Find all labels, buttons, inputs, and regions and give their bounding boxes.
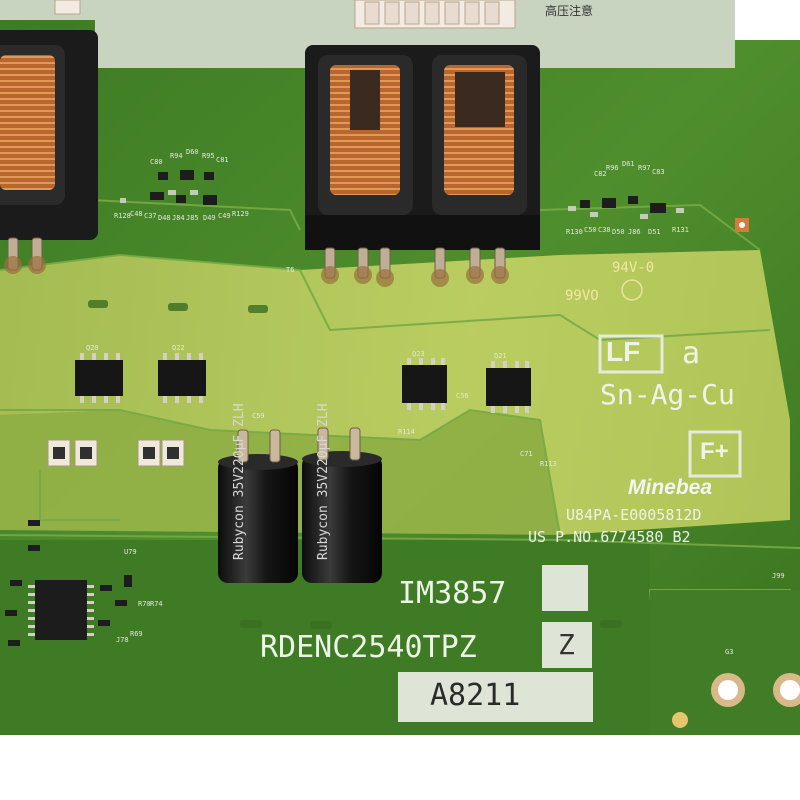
capacitor-rating: 35V220μF [232, 434, 247, 498]
label-d60: D60 [186, 148, 199, 156]
capacitor-brand: Rubycon [316, 505, 331, 560]
label-r74: R74 [150, 600, 163, 608]
label-r128: R128 [114, 212, 131, 220]
label-r131: R131 [672, 226, 689, 234]
lead-free-suffix: a [682, 336, 701, 371]
capacitor-rating: 35V220μF [316, 434, 331, 498]
label-c38: C38 [598, 226, 611, 234]
label-r96: R96 [606, 164, 619, 172]
label-j86: J86 [628, 228, 641, 236]
ul-code: 99VO [565, 288, 599, 304]
label-c56: C56 [456, 392, 469, 400]
revision-letter: Z [558, 628, 575, 661]
label-q23: Q23 [412, 350, 425, 358]
label-q22: Q22 [172, 344, 185, 352]
capacitor-series: ZLH [316, 403, 331, 427]
label-c71: C71 [520, 450, 533, 458]
label-r97: R97 [638, 164, 651, 172]
serial-number: A8211 [430, 678, 521, 713]
label-r129: R129 [232, 210, 249, 218]
label-j84: J84 [172, 214, 185, 222]
label-d48: D48 [158, 214, 171, 222]
label-r113: R113 [540, 460, 557, 468]
capacitor-brand: Rubycon [232, 505, 247, 560]
label-r95: R95 [202, 152, 215, 160]
part-code: U84PA-E0005812D [566, 506, 702, 524]
ul-rating: 94V-0 [612, 260, 655, 276]
label-c49: C49 [218, 212, 231, 220]
label-u79: U79 [124, 548, 137, 556]
label-t6: T6 [286, 266, 295, 274]
label-r114: R114 [398, 428, 415, 436]
label-q21: Q21 [494, 352, 507, 360]
capacitor-series: ZLH [232, 403, 247, 427]
maker-logo: Minebea [628, 476, 713, 499]
label-d51: D51 [648, 228, 661, 236]
label-r94: R94 [170, 152, 183, 160]
label-d50: D50 [612, 228, 625, 236]
patent-number: US P.NO.6774580 B2 [528, 528, 691, 546]
label-c59: C59 [252, 412, 265, 420]
label-c80: C80 [150, 158, 163, 166]
capacitor-1-print: Rubycon 35V220μF ZLH [232, 403, 247, 560]
f-plus-mark: F+ [700, 438, 729, 465]
label-j99: J99 [772, 572, 785, 580]
label-j78: J78 [116, 636, 129, 644]
label-c50: C50 [584, 226, 597, 234]
label-j85: J85 [186, 214, 199, 222]
label-c81: C81 [216, 156, 229, 164]
label-r130: R130 [566, 228, 583, 236]
label-c48: C48 [130, 210, 143, 218]
label-d61: D61 [622, 160, 635, 168]
warning-label: 高压注意 [545, 4, 594, 18]
label-q20: Q20 [86, 344, 99, 352]
alloy-label: Sn-Ag-Cu [600, 378, 735, 411]
board-id: IM3857 [398, 576, 507, 611]
label-c82: C82 [594, 170, 607, 178]
label-d49: D49 [203, 214, 216, 222]
label-r69: R69 [130, 630, 143, 638]
label-g3: G3 [725, 648, 734, 656]
label-c37: C37 [144, 212, 157, 220]
lead-free-mark: LF [606, 336, 641, 367]
model-number: RDENC2540TPZ [260, 630, 477, 665]
label-r70: R70 [138, 600, 151, 608]
label-c83: C83 [652, 168, 665, 176]
capacitor-2-print: Rubycon 35V220μF ZLH [316, 403, 331, 560]
